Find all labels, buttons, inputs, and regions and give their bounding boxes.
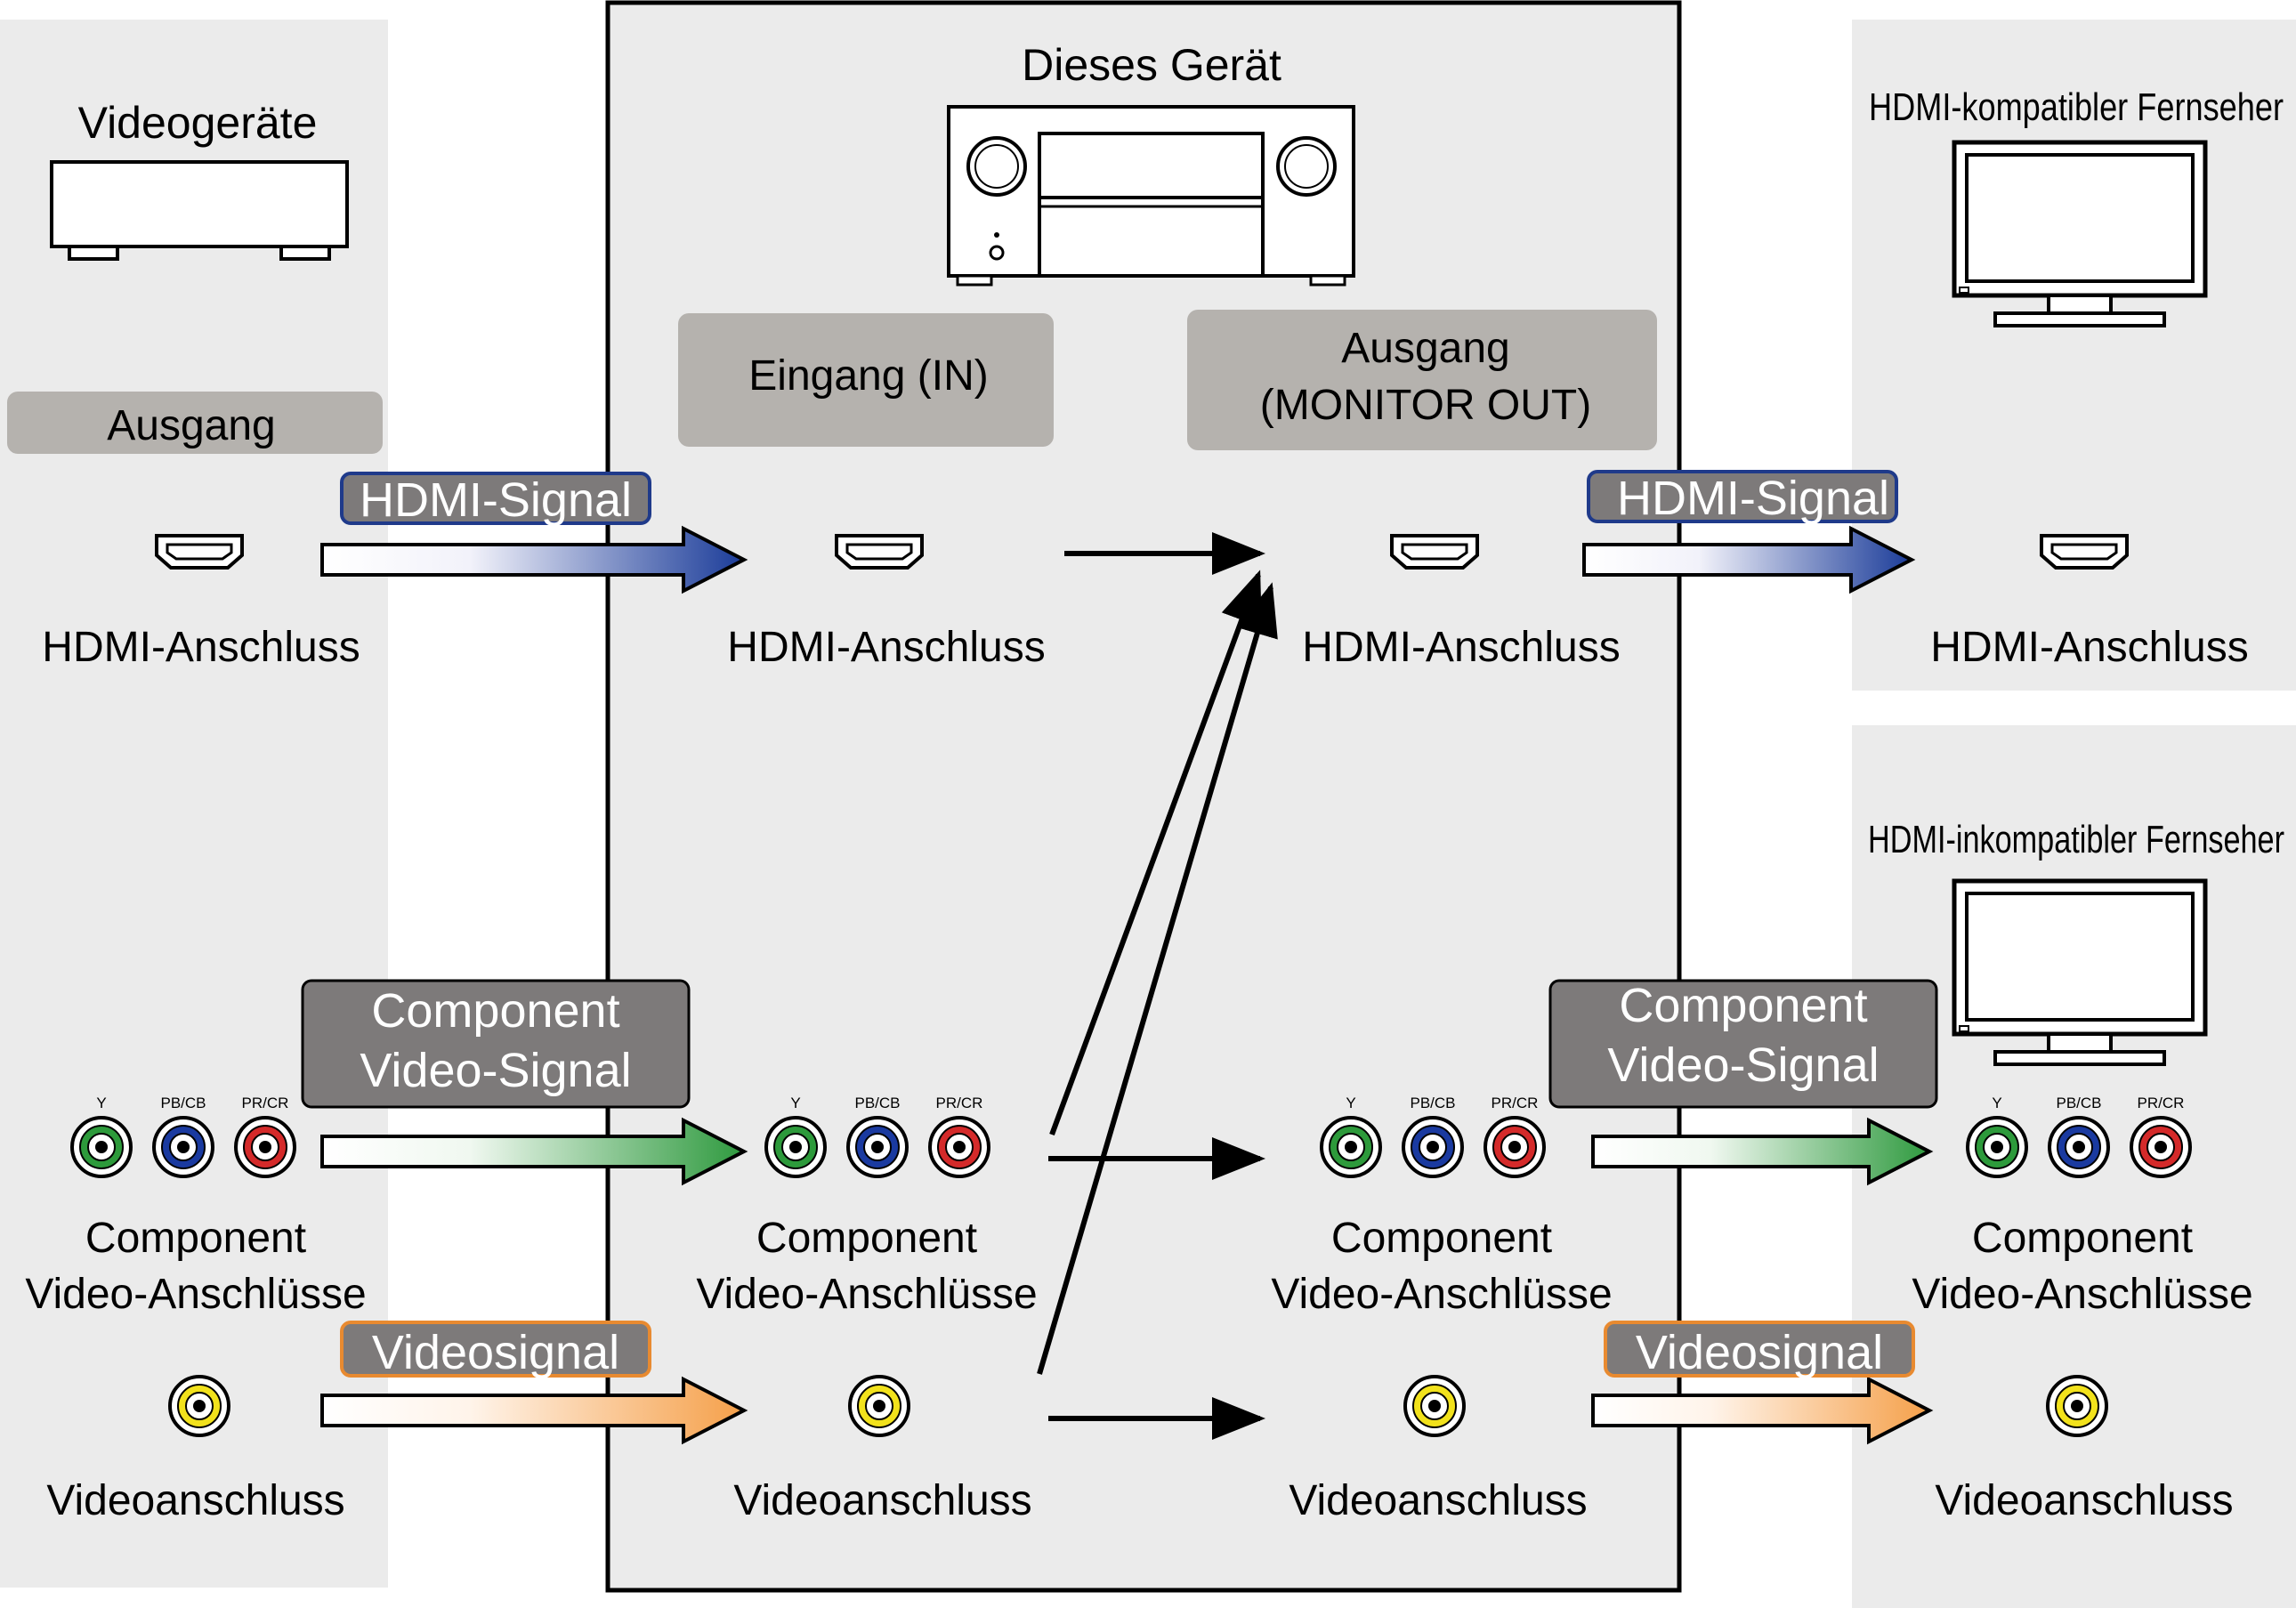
source-panel <box>0 20 388 1588</box>
unit-component-in-jacks: Y PB/CB PR/CR <box>764 1095 990 1178</box>
unit-in-component-label-2: Video-Anschlüsse <box>696 1271 1037 1318</box>
av-receiver-icon <box>947 105 1355 287</box>
tv-hdmi-port <box>2040 534 2129 570</box>
unit-hdmi-out-port <box>1390 534 1479 570</box>
jack-label-pb: PB/CB <box>854 1095 900 1111</box>
video-signal-text-right: Videosignal <box>1636 1326 1883 1379</box>
jack-label-y: Y <box>790 1095 800 1111</box>
video-device-icon <box>50 160 349 261</box>
tv-nonhdmi-title: HDMI-inkompatibler Fernseher <box>1868 818 2284 861</box>
hdmi-signal-text-left: HDMI-Signal <box>360 473 632 527</box>
source-component-jacks: Y PB/CB PR/CR <box>70 1095 296 1178</box>
route-video-to-hdmi-arrow <box>1037 582 1278 1375</box>
hdmi-signal-arrow-out <box>1582 525 1916 594</box>
unit-input-box <box>678 313 1054 447</box>
unit-video-in-jack <box>848 1375 910 1437</box>
unit-input-label: Eingang (IN) <box>748 352 988 400</box>
unit-video-out-jack <box>1403 1375 1466 1437</box>
unit-output-label-2: (MONITOR OUT) <box>1260 382 1591 429</box>
jack-label-pb: PB/CB <box>1410 1095 1455 1111</box>
component-signal-text-left-1: Component <box>371 984 619 1038</box>
video-signal-text-left: Videosignal <box>372 1326 619 1379</box>
tv-video-label: Videoanschluss <box>1935 1477 2233 1524</box>
unit-output-box <box>1187 310 1657 450</box>
component-signal-badge-left <box>301 979 691 1109</box>
unit-out-video-label: Videoanschluss <box>1289 1477 1587 1524</box>
source-output-label: Ausgang <box>107 402 276 449</box>
component-signal-text-right-2: Video-Signal <box>1607 1038 1879 1092</box>
unit-in-component-label-1: Component <box>756 1215 977 1262</box>
jack-label-pb: PB/CB <box>160 1095 206 1111</box>
source-title: Videogeräte <box>78 98 318 148</box>
tv-component-jacks: Y PB/CB PR/CR <box>1966 1095 2192 1178</box>
component-signal-badge-right <box>1548 979 1938 1109</box>
video-signal-badge-right <box>1604 1321 1915 1378</box>
source-hdmi-label: HDMI-Anschluss <box>42 624 360 671</box>
unit-title: Dieses Gerät <box>1022 40 1281 90</box>
video-signal-arrow-out <box>1591 1376 1934 1445</box>
tv-component-label-1: Component <box>1972 1215 2193 1262</box>
unit-out-hdmi-label: HDMI-Anschluss <box>1302 624 1620 671</box>
jack-label-pb: PB/CB <box>2056 1095 2101 1111</box>
unit-out-component-label-1: Component <box>1331 1215 1552 1262</box>
component-signal-arrow-out <box>1591 1117 1934 1186</box>
hdmi-signal-text-right: HDMI-Signal <box>1617 472 1889 525</box>
unit-hdmi-in-port <box>835 534 924 570</box>
tv-component-label-2: Video-Anschlüsse <box>1912 1271 2252 1318</box>
video-signal-arrow-in <box>320 1376 748 1445</box>
tv-hdmi-label: HDMI-Anschluss <box>1930 624 2248 671</box>
tv-video-jack <box>2046 1375 2108 1437</box>
hdmi-signal-badge-left <box>340 472 651 525</box>
video-signal-badge-left <box>340 1321 651 1378</box>
source-component-label-2: Video-Anschlüsse <box>25 1271 366 1318</box>
source-video-label: Videoanschluss <box>46 1477 344 1524</box>
unit-out-component-label-2: Video-Anschlüsse <box>1271 1271 1612 1318</box>
jack-label-pr: PR/CR <box>1492 1095 1539 1111</box>
source-component-label-1: Component <box>85 1215 306 1262</box>
hdmi-signal-badge-right <box>1587 470 1898 523</box>
unit-component-out-jacks: Y PB/CB PR/CR <box>1320 1095 1546 1178</box>
jack-label-pr: PR/CR <box>2138 1095 2185 1111</box>
tv-hdmi-title: HDMI-kompatibler Fernseher <box>1869 85 2284 129</box>
tv-hdmi-panel <box>1852 20 2296 691</box>
route-component-to-hdmi-arrow <box>1049 570 1262 1136</box>
source-video-jack <box>168 1375 230 1437</box>
unit-in-video-label: Videoanschluss <box>733 1477 1031 1524</box>
source-hdmi-port <box>155 534 244 570</box>
component-signal-arrow-in <box>320 1117 748 1186</box>
jack-label-pr: PR/CR <box>242 1095 289 1111</box>
jack-label-y: Y <box>96 1095 106 1111</box>
unit-output-label-1: Ausgang <box>1341 325 1510 372</box>
jack-label-y: Y <box>1346 1095 1355 1111</box>
source-output-box <box>7 392 383 454</box>
component-signal-text-right-1: Component <box>1619 979 1867 1032</box>
jack-label-y: Y <box>1992 1095 2001 1111</box>
component-signal-text-left-2: Video-Signal <box>360 1044 631 1097</box>
hdmi-signal-arrow-in <box>320 525 748 594</box>
jack-label-pr: PR/CR <box>936 1095 983 1111</box>
unit-in-hdmi-label: HDMI-Anschluss <box>727 624 1045 671</box>
